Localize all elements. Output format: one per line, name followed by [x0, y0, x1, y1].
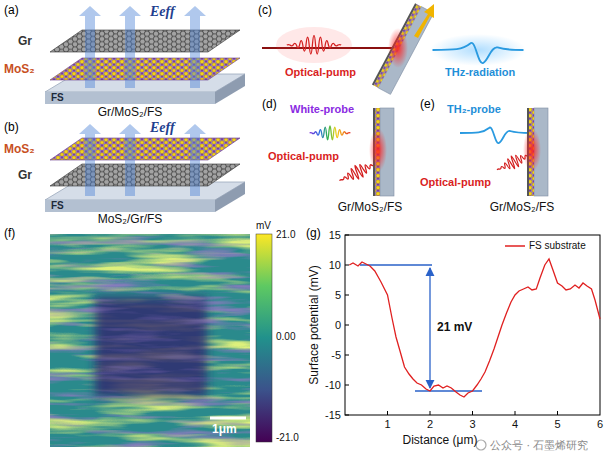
watermark-icon: [476, 440, 486, 450]
axis-tick: 15: [329, 229, 341, 241]
node-text: FS: [51, 92, 64, 103]
panel-letter: (e): [420, 97, 435, 111]
panel-letter: (a): [4, 3, 19, 17]
panel-letter: (b): [4, 120, 19, 134]
legend-line: [505, 245, 525, 247]
colorbar-value: 0.00: [276, 331, 295, 342]
pulse-label: White-probe: [290, 103, 354, 115]
pulse-label: Optical-pump: [285, 66, 356, 78]
panel-letter: (d): [262, 97, 277, 111]
substrate-slab: FS: [45, 200, 215, 212]
sample-label: MoS₂/Gr/FS: [98, 212, 163, 226]
axis-title: Distance (μm): [403, 433, 478, 447]
line-plot: [345, 235, 600, 415]
layer-label: MoS₂: [4, 62, 35, 76]
panel-letter: (c): [258, 3, 272, 17]
axis-tick: 1: [384, 418, 390, 430]
panel-letter: (f): [4, 226, 15, 240]
colorbar-value: 21.0: [276, 229, 295, 240]
axis-title: Surface potential (mV): [307, 265, 321, 384]
axis-tick: 6: [597, 418, 603, 430]
stack-illustration: [45, 124, 245, 212]
colorbar-value: -21.0: [276, 432, 299, 443]
emission-illustration: [262, 3, 526, 94]
pulse-label: Optical-pump: [420, 176, 491, 188]
axis-tick: -15: [325, 409, 341, 421]
axis-tick: 2: [427, 418, 433, 430]
annotation: 21 mV: [437, 320, 472, 334]
axis-tick: 5: [335, 289, 341, 301]
sample-label: Gr/MoS₂/FS: [490, 200, 555, 214]
axis-tick: -5: [331, 349, 341, 361]
axis-tick: 0: [335, 319, 341, 331]
color-bar: [256, 234, 272, 442]
axis-tick: 4: [512, 418, 518, 430]
substrate-slab: FS: [45, 92, 215, 104]
node-text: 1μm: [212, 422, 237, 436]
watermark: 公众号 · 石墨烯研究: [490, 438, 589, 453]
layer-label: MoS₂: [4, 142, 35, 156]
axis-tick: 10: [329, 259, 341, 271]
panel-letter: (g): [306, 226, 321, 240]
axis-tick: -10: [325, 379, 341, 391]
layer-label: Gr: [18, 168, 32, 182]
stack-illustration: [45, 6, 245, 104]
sample-label: Gr/MoS₂/FS: [98, 105, 163, 119]
field-label: Eeff: [150, 120, 175, 136]
axis-tick: 5: [554, 418, 560, 430]
layer-label: Gr: [18, 34, 32, 48]
pulse-label: THz-radiation: [445, 66, 515, 78]
axis-tick: 3: [469, 418, 475, 430]
node-text: FS: [51, 200, 64, 211]
pulse-label: TH₂-probe: [447, 103, 501, 115]
field-label: Eeff: [150, 4, 175, 20]
colorbar-unit: mV: [256, 220, 271, 231]
kpfm-map: [50, 234, 250, 447]
potential-map: 1μm: [50, 234, 250, 447]
pulse-label: Optical-pump: [268, 150, 339, 162]
legend-label: FS substrate: [529, 240, 586, 251]
sample-label: Gr/MoS₂/FS: [338, 200, 403, 214]
